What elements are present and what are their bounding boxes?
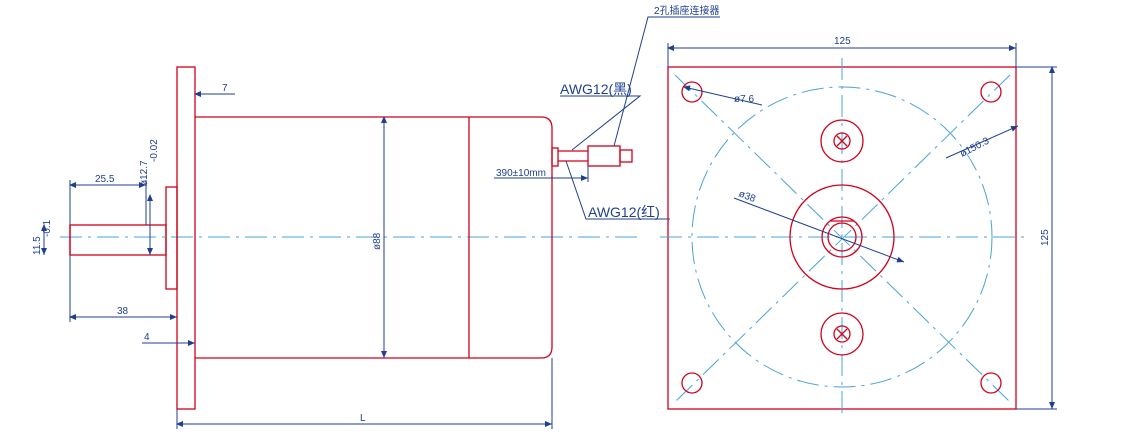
dim-bolt-circle-leader xyxy=(945,125,1019,159)
dim-shaft-diameter: ø12.7 xyxy=(139,160,150,186)
mount-hole-bottom-right xyxy=(980,372,1002,394)
dim-shaft-flat: 11.5 xyxy=(32,236,43,255)
dim-bolt-circle: ø150.3 xyxy=(958,136,991,160)
brush-cap-top-inner xyxy=(833,132,851,150)
dim-pilot-leader xyxy=(733,197,905,263)
brush-cap-bottom xyxy=(820,312,864,356)
brush-cap-bottom-x xyxy=(836,328,848,340)
shaft-circle-outer xyxy=(821,216,863,258)
mount-hole-top-left xyxy=(681,81,703,103)
dim-flange-thickness: 7 xyxy=(222,83,228,94)
wire-black-label: AWG12(黑) xyxy=(560,81,632,97)
side-view: 7 25.5 ø12.7 -0.02 11.5 -0.1 38 4 ø88 39… xyxy=(32,4,720,429)
wire-black-leader xyxy=(560,95,642,151)
mount-hole-top-right xyxy=(980,81,1002,103)
shaft-outline xyxy=(69,224,167,256)
flange-outline xyxy=(176,66,196,410)
shaft-circle-inner xyxy=(827,222,857,252)
dim-front-height: 125 xyxy=(1040,229,1051,246)
brush-cap-bottom-inner xyxy=(833,325,851,343)
motor-body-outline xyxy=(195,116,553,359)
connector-leader xyxy=(613,16,720,147)
connector-label: 2孔插座连接器 xyxy=(654,4,720,17)
connector-tab xyxy=(619,149,633,163)
dim-shaft-diameter-tol: -0.02 xyxy=(149,139,160,162)
dim-cable-length: 390±10mm xyxy=(496,168,546,179)
brush-cap-top xyxy=(820,119,864,163)
front-view: 125 125 ø7.6 ø150.3 ø38 xyxy=(660,36,1057,418)
connector-body xyxy=(587,145,621,167)
dim-mount-hole: ø7.6 xyxy=(734,94,754,105)
pilot-boss-outline xyxy=(165,186,178,290)
brush-cap-top-x xyxy=(836,135,848,147)
wire-red-label: AWG12(红) xyxy=(588,204,660,220)
bolt-circle-centerline xyxy=(691,86,993,388)
dim-pilot-diameter: ø38 xyxy=(737,189,757,206)
dim-body-diameter: ø88 xyxy=(372,232,383,250)
wire-grommet xyxy=(551,147,559,167)
dim-shaft-extension: 25.5 xyxy=(95,174,115,185)
dim-mount-hole-leader xyxy=(683,85,763,106)
mount-hole-bottom-left xyxy=(681,372,703,394)
dim-front-width: 125 xyxy=(834,36,851,47)
dim-motor-length: L xyxy=(360,413,366,424)
dim-pilot: 4 xyxy=(144,332,150,343)
dim-shaft-total: 38 xyxy=(117,306,129,317)
wire-red-leader xyxy=(565,160,670,220)
dim-shaft-flat-tol: -0.1 xyxy=(42,219,53,237)
pilot-circle xyxy=(789,184,895,290)
